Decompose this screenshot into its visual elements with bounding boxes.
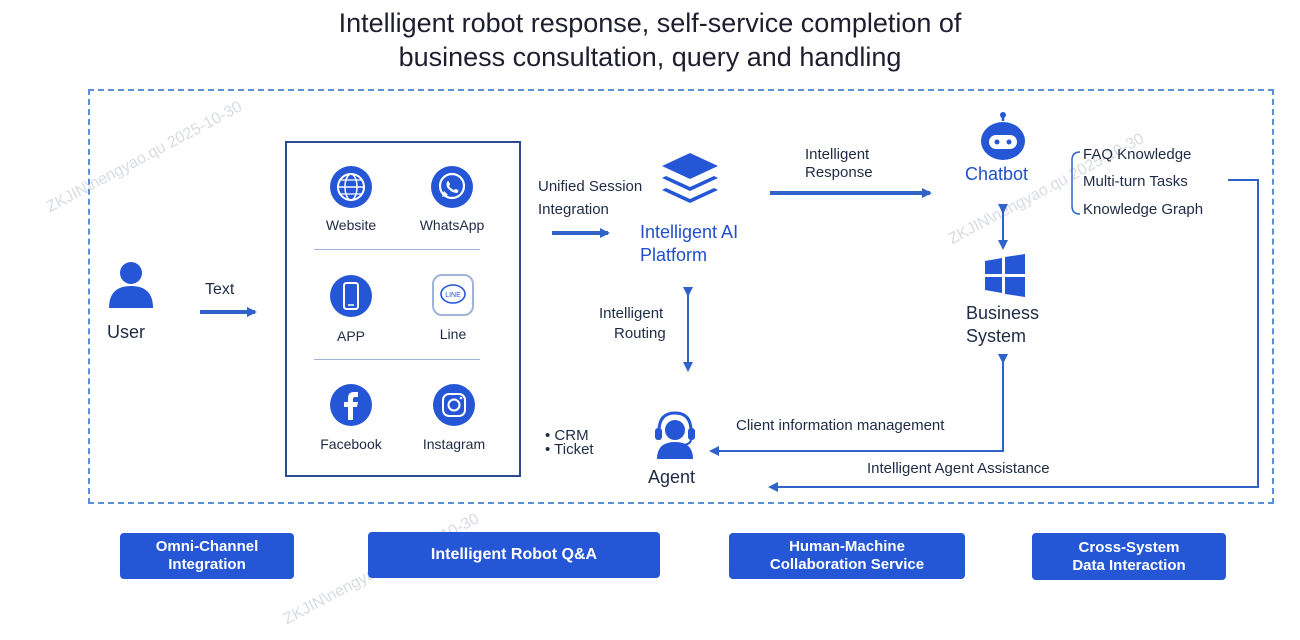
- chatbot-label: Chatbot: [965, 164, 1029, 184]
- agent-assistance-connector: [768, 179, 1259, 492]
- category-line: Human-Machine: [789, 538, 905, 555]
- category-line: Omni-Channel: [155, 538, 259, 555]
- headset-icon: [651, 409, 699, 461]
- diagram-frame: [88, 89, 1274, 504]
- phone-icon: [330, 275, 372, 317]
- platform-line-1: Intelligent AI: [640, 222, 739, 242]
- agent-tool-crm-text: CRM: [554, 427, 589, 444]
- title-line-2: business consultation, query and handlin…: [398, 42, 902, 72]
- channel-instagram-label: Instagram: [422, 436, 486, 452]
- agent-tool-crm: • CRM: [545, 427, 589, 444]
- channel-facebook-label: Facebook: [320, 436, 382, 452]
- layers-icon: [660, 150, 720, 212]
- globe-icon: [330, 166, 372, 208]
- instagram-icon: [433, 384, 475, 426]
- channel-panel: [285, 141, 521, 477]
- routing-line-2: Routing: [614, 325, 666, 342]
- agent-tool-ticket-text: Ticket: [554, 441, 594, 458]
- agent-tool-ticket: • Ticket: [545, 441, 594, 458]
- svg-text:LINE: LINE: [445, 292, 461, 299]
- whatsapp-icon: [431, 166, 473, 208]
- client-info-connector: [709, 354, 1008, 456]
- capability-faq: FAQ Knowledge: [1083, 146, 1192, 163]
- channel-divider: [314, 359, 480, 360]
- routing-line-1: Intelligent: [599, 305, 664, 322]
- client-info-label: Client information management: [736, 417, 945, 434]
- platform-line-2: Platform: [640, 245, 708, 265]
- user-icon: [107, 260, 155, 310]
- category-line: Integration: [168, 556, 246, 573]
- title-line-1: Intelligent robot response, self-service…: [338, 8, 962, 38]
- business-system-line-2: System: [966, 326, 1027, 346]
- category-line: Data Interaction: [1072, 556, 1186, 574]
- line-icon: LINE: [432, 274, 474, 316]
- category-robot-qa: Intelligent Robot Q&A: [368, 532, 660, 578]
- text-arrow-label: Text: [205, 281, 235, 298]
- unified-session-line-1: Unified Session: [538, 178, 643, 195]
- intelligent-response-line-2: Response: [805, 164, 873, 181]
- channel-line-label: Line: [439, 326, 467, 342]
- agent-assistance-label: Intelligent Agent Assistance: [867, 460, 1050, 477]
- channel-app-label: APP: [336, 328, 365, 344]
- category-line: Cross-System: [1078, 538, 1180, 556]
- channel-website-label: Website: [325, 217, 377, 233]
- channel-divider: [314, 249, 480, 250]
- user-label: User: [107, 322, 146, 342]
- unified-session-line-2: Integration: [538, 201, 609, 218]
- facebook-icon: [330, 384, 372, 426]
- agent-label: Agent: [648, 467, 696, 487]
- channel-whatsapp-label: WhatsApp: [419, 217, 485, 233]
- category-line: Intelligent Robot Q&A: [430, 546, 598, 563]
- windows-icon: [983, 254, 1027, 298]
- capabilities-bracket: [1071, 151, 1081, 215]
- business-system-line-1: Business: [966, 303, 1040, 323]
- capability-knowledge-graph: Knowledge Graph: [1083, 201, 1204, 218]
- capability-multi-turn: Multi-turn Tasks: [1083, 173, 1188, 190]
- intelligent-response-line-1: Intelligent: [805, 146, 870, 163]
- category-line: Collaboration Service: [769, 556, 925, 573]
- robot-icon: [975, 111, 1031, 161]
